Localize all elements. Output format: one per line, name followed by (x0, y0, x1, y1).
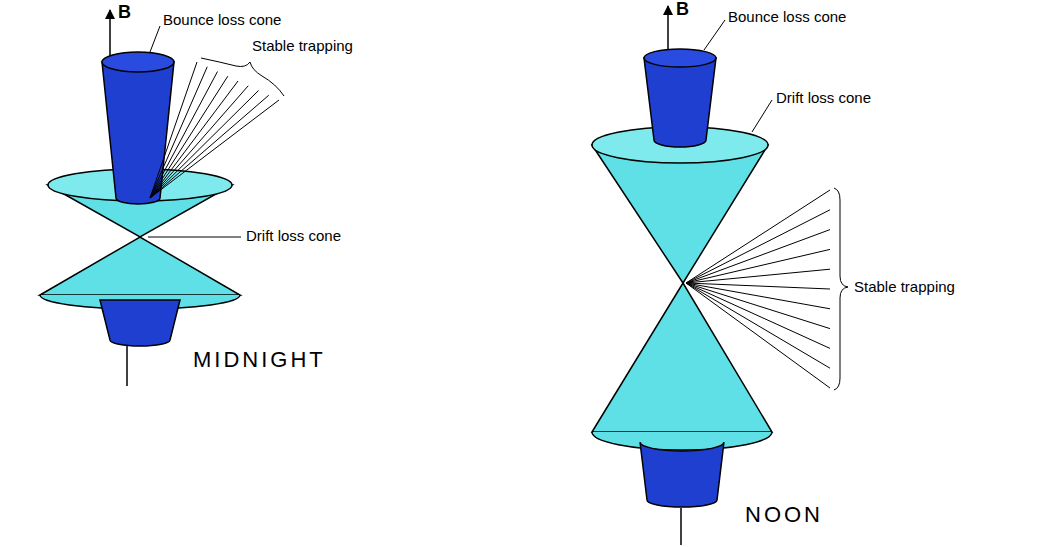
part-label: Bounce loss cone (163, 12, 281, 29)
bracket (201, 58, 284, 96)
hatch-stroke (686, 210, 830, 283)
drift-cone-lower (592, 283, 772, 450)
hatch-stroke (150, 76, 228, 198)
drift-cone-lower (40, 237, 240, 309)
trapping-hatch (686, 190, 830, 388)
hatch-stroke (686, 283, 830, 348)
hatch-stroke (150, 81, 238, 198)
region-label: Stable trapping (854, 279, 955, 296)
drift-cone-upper (592, 127, 768, 283)
hatch-stroke (686, 269, 830, 283)
hatch-stroke (686, 283, 830, 368)
axis-line (680, 508, 682, 545)
bracket (834, 188, 848, 390)
leader-line (752, 100, 772, 132)
field-label: B (118, 3, 131, 23)
bounce-cone-upper (644, 49, 716, 147)
field-label: B (676, 0, 689, 20)
leader-line (148, 237, 241, 238)
hatch-stroke (150, 86, 248, 198)
field-arrow (109, 10, 111, 58)
panel-title: NOON (745, 503, 823, 527)
part-label: Drift loss cone (246, 228, 341, 245)
panel-title: MIDNIGHT (193, 348, 326, 372)
region-label: Stable trapping (252, 38, 353, 55)
part-label: Bounce loss cone (728, 9, 846, 26)
axis-line (126, 346, 128, 386)
bounce-cone-lower (640, 442, 724, 507)
hatch-stroke (150, 95, 269, 198)
part-label: Drift loss cone (776, 90, 871, 107)
field-arrow (667, 6, 669, 52)
hatch-stroke (150, 72, 218, 199)
hatch-stroke (686, 283, 830, 329)
hatch-stroke (686, 283, 830, 388)
bounce-cone-lower (100, 300, 180, 346)
hatch-stroke (686, 283, 830, 289)
hatch-stroke (686, 230, 830, 283)
hatch-stroke (686, 249, 830, 283)
hatch-stroke (686, 190, 830, 283)
leader-line (150, 26, 160, 52)
hatch-stroke (150, 100, 279, 198)
hatch-stroke (150, 91, 259, 199)
leader-line (704, 20, 725, 50)
trapping-hatch (150, 62, 279, 198)
hatch-stroke (150, 67, 207, 198)
